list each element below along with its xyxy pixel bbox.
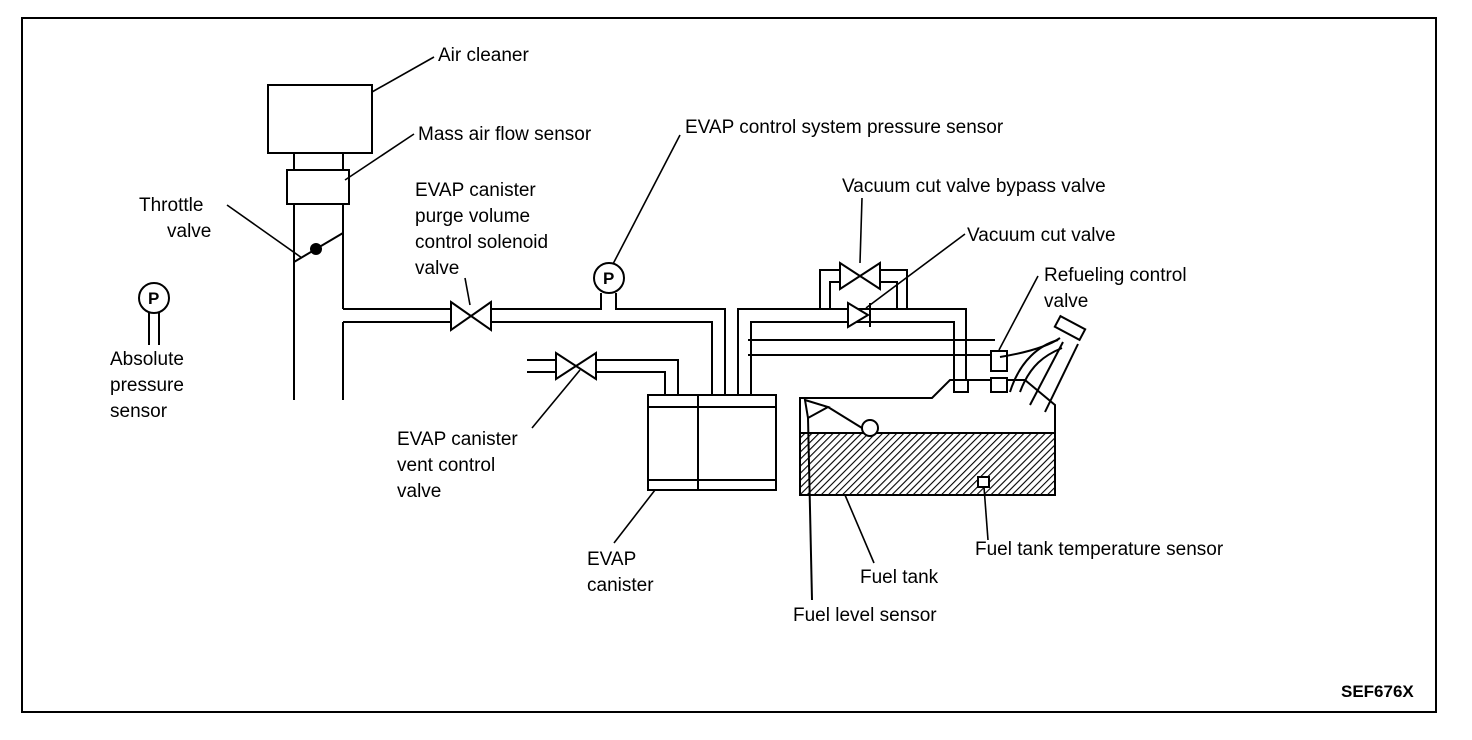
label-vacuum-cut-valve: Vacuum cut valve [967, 225, 1116, 246]
label-fuel-level-sensor: Fuel level sensor [793, 605, 937, 626]
air-cleaner [267, 84, 373, 154]
label-bypass-valve: Vacuum cut valve bypass valve [842, 176, 1106, 197]
label-purge-valve-line3: control solenoid [415, 232, 548, 253]
label-absolute-pressure-line1: Absolute [110, 349, 184, 370]
label-vent-valve-line2: vent control [397, 455, 495, 476]
purge-volume-control-solenoid-valve [450, 300, 492, 332]
leader-lines [226, 56, 1039, 564]
label-purge-valve-line2: purge volume [415, 206, 530, 227]
label-air-cleaner: Air cleaner [438, 45, 529, 66]
label-vent-valve-line3: valve [397, 481, 441, 502]
tank-fittings [953, 350, 1008, 393]
purge-line [343, 293, 726, 395]
label-refueling-valve-line2: valve [1044, 291, 1088, 312]
evap-canister [647, 394, 777, 491]
label-throttle-valve-line1: Throttle [139, 195, 203, 216]
filler-neck [999, 314, 1087, 413]
label-fuel-tank: Fuel tank [860, 567, 939, 588]
vacuum-cut-valve [847, 301, 871, 329]
label-vent-valve-line1: EVAP canister [397, 429, 518, 450]
vent-line [527, 359, 679, 395]
fuel-tank [799, 379, 1056, 496]
label-purge-valve-line4: valve [415, 258, 459, 279]
label-refueling-valve-line1: Refueling control [1044, 265, 1187, 286]
label-purge-valve-line1: EVAP canister [415, 180, 536, 201]
pressure-symbol: P [603, 269, 614, 288]
vacuum-cut-valve-bypass-valve [839, 261, 881, 291]
diagram-frame [21, 17, 1437, 713]
label-throttle-valve-line2: valve [167, 221, 211, 242]
label-fuel-tank-temperature-sensor: Fuel tank temperature sensor [975, 539, 1224, 560]
fuel-level-sensor [803, 398, 879, 601]
label-canister-line1: EVAP [587, 549, 636, 570]
absolute-pressure-sensor: P [138, 282, 170, 345]
label-canister-line2: canister [587, 575, 654, 596]
label-pressure-sensor: EVAP control system pressure sensor [685, 117, 1004, 138]
label-absolute-pressure-line3: sensor [110, 401, 168, 422]
bypass-loop [819, 269, 908, 309]
canister-vent-control-valve [555, 351, 597, 381]
figure-code: SEF676X [1341, 682, 1414, 701]
label-absolute-pressure-line2: pressure [110, 375, 184, 396]
absolute-pressure-symbol: P [148, 289, 159, 308]
evap-control-system-pressure-sensor: P [593, 262, 625, 294]
mass-air-flow-sensor [286, 169, 350, 205]
label-mass-air-flow-sensor: Mass air flow sensor [418, 124, 592, 145]
fuel-tank-temperature-sensor [977, 476, 990, 488]
